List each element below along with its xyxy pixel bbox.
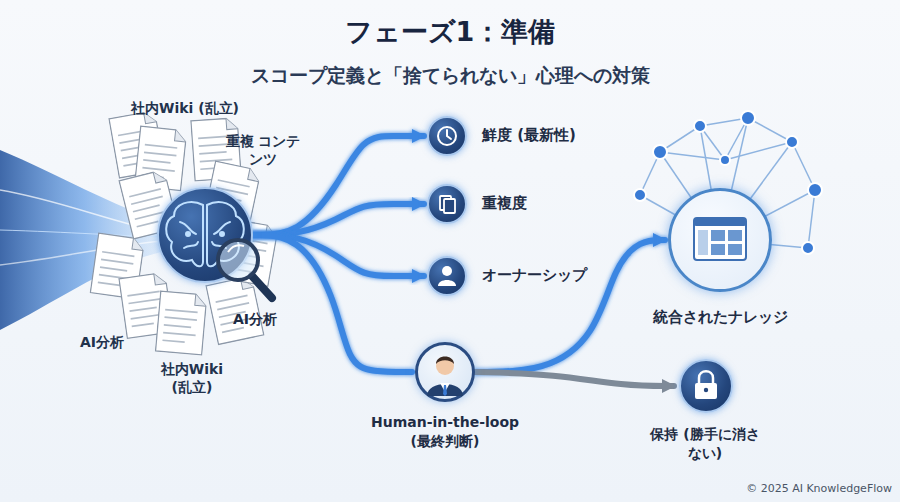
annotation-label: 社内Wiki (乱立) bbox=[131, 99, 239, 117]
node-label: 重複度 bbox=[482, 193, 527, 213]
network-dot bbox=[808, 183, 822, 197]
network-dot bbox=[786, 136, 798, 148]
brain-lobe bbox=[207, 202, 244, 266]
window-tile bbox=[728, 244, 742, 255]
window-icon bbox=[694, 218, 746, 260]
clock-hands bbox=[447, 130, 451, 139]
head bbox=[436, 357, 454, 375]
shirt bbox=[440, 383, 450, 392]
owner-body bbox=[438, 280, 456, 286]
lens-glint bbox=[228, 245, 244, 252]
streak-line bbox=[0, 240, 170, 265]
icon-circle-node: Human-in-the-loop (最終判断) bbox=[415, 342, 475, 402]
window-side bbox=[698, 230, 708, 255]
icon-circle-node: AI分析 bbox=[157, 187, 253, 283]
lock-shackle bbox=[699, 371, 713, 384]
network-dot bbox=[741, 111, 755, 125]
duplicate-icon bbox=[440, 196, 455, 213]
hair bbox=[436, 357, 454, 365]
node-label: Human-in-the-loop (最終判断) bbox=[365, 413, 525, 451]
diagram-title: フェーズ1：準備 bbox=[0, 16, 900, 48]
network-dot bbox=[634, 189, 646, 201]
doc-front bbox=[444, 199, 455, 213]
node-label: 鮮度 (最新性) bbox=[482, 125, 576, 145]
window-tile bbox=[728, 230, 742, 241]
clock-icon bbox=[438, 127, 456, 145]
flow-arrow bbox=[253, 204, 424, 235]
window-tile bbox=[711, 244, 725, 255]
owner-head bbox=[442, 266, 452, 276]
document bbox=[156, 291, 207, 355]
icon-circle-node: 鮮度 (最新性) bbox=[427, 116, 467, 156]
brain-lobe bbox=[166, 202, 203, 266]
magnifier-handle bbox=[252, 276, 272, 298]
magnifier-icon bbox=[218, 240, 272, 298]
network-link bbox=[725, 142, 792, 160]
flow-arrow bbox=[253, 136, 424, 235]
annotation-label: AI分析 bbox=[80, 333, 124, 351]
magnifier-lens bbox=[218, 240, 258, 280]
copyright-note: © 2025 AI KnowledgeFlow bbox=[746, 482, 892, 496]
node-label: AI分析 bbox=[233, 310, 277, 329]
network-link bbox=[660, 152, 725, 160]
annotation-label: 重複 コンテンツ bbox=[222, 132, 304, 168]
owner-icon bbox=[438, 266, 456, 286]
flow-arrow bbox=[253, 235, 412, 372]
icon-circle-node: 統合されたナレッジ bbox=[668, 188, 772, 292]
network-link bbox=[808, 190, 815, 248]
node-label: 統合されたナレッジ bbox=[610, 307, 830, 327]
document bbox=[206, 276, 264, 344]
icon-circle-node: オーナーシップ bbox=[427, 256, 467, 296]
clock-face bbox=[438, 127, 456, 145]
lock-icon bbox=[695, 371, 717, 399]
lock-body bbox=[695, 383, 717, 399]
network-dot bbox=[720, 155, 730, 165]
suit bbox=[427, 384, 463, 396]
network-dot bbox=[694, 120, 706, 132]
annotation-label: 社内Wiki (乱立) bbox=[154, 360, 230, 396]
network-dot bbox=[802, 242, 814, 254]
flow-arrow bbox=[475, 372, 674, 386]
subtitle: スコープ定義と「捨てられない」心理への対策 bbox=[251, 63, 650, 88]
brain-icon bbox=[166, 202, 244, 266]
flow-arrow bbox=[253, 235, 424, 276]
circuit-dot bbox=[220, 232, 224, 236]
network-dot bbox=[653, 145, 667, 159]
flow-arrow bbox=[475, 240, 665, 372]
window-tile bbox=[711, 230, 725, 241]
icon-circle-node: 保持 (勝手に消さない) bbox=[679, 359, 733, 413]
lock-keyhole bbox=[704, 388, 708, 392]
brain-fold bbox=[180, 222, 230, 248]
icon-circle-node: 重複度 bbox=[427, 184, 467, 224]
node-label: オーナーシップ bbox=[482, 265, 587, 285]
circuit-dot bbox=[186, 232, 190, 236]
node-label: 保持 (勝手に消さない) bbox=[645, 425, 765, 463]
window-bar bbox=[694, 218, 746, 226]
doc-back bbox=[440, 196, 451, 210]
window-frame bbox=[694, 218, 746, 260]
tie bbox=[443, 385, 447, 396]
businessman-icon bbox=[427, 357, 463, 397]
